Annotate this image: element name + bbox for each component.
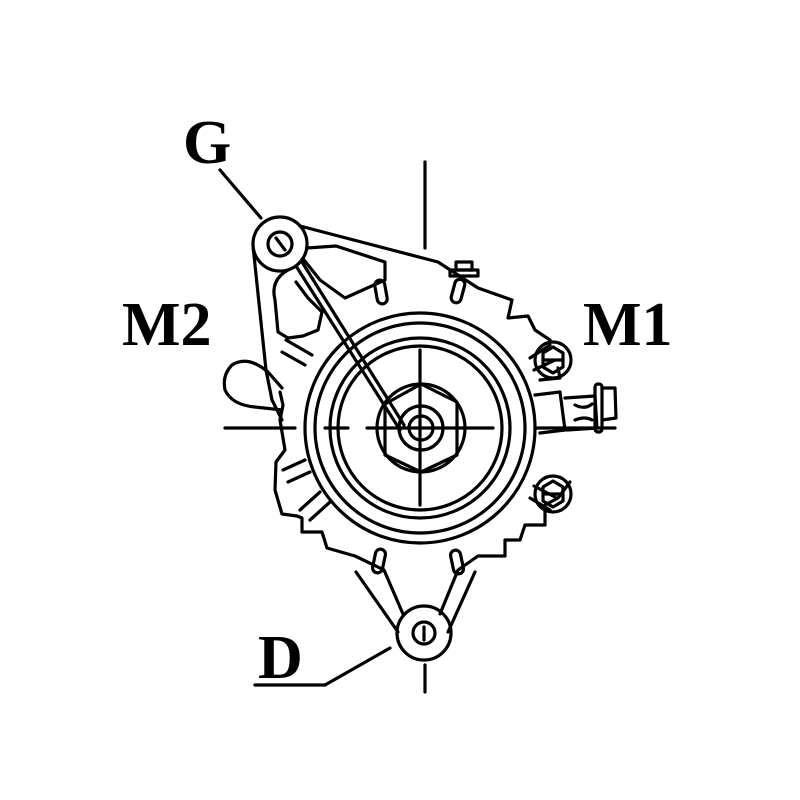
terminal-m1 — [533, 382, 618, 435]
top-stud — [448, 260, 480, 278]
label-m2: M2 — [122, 291, 212, 359]
label-m1: M1 — [583, 291, 673, 359]
terminal-m2 — [222, 359, 284, 412]
pulley — [303, 311, 537, 545]
label-d: D — [258, 624, 303, 692]
mount-d — [354, 570, 477, 662]
label-g: G — [183, 109, 231, 177]
right-screws — [533, 340, 573, 514]
leader-lines — [218, 168, 392, 687]
mount-g — [251, 215, 406, 432]
